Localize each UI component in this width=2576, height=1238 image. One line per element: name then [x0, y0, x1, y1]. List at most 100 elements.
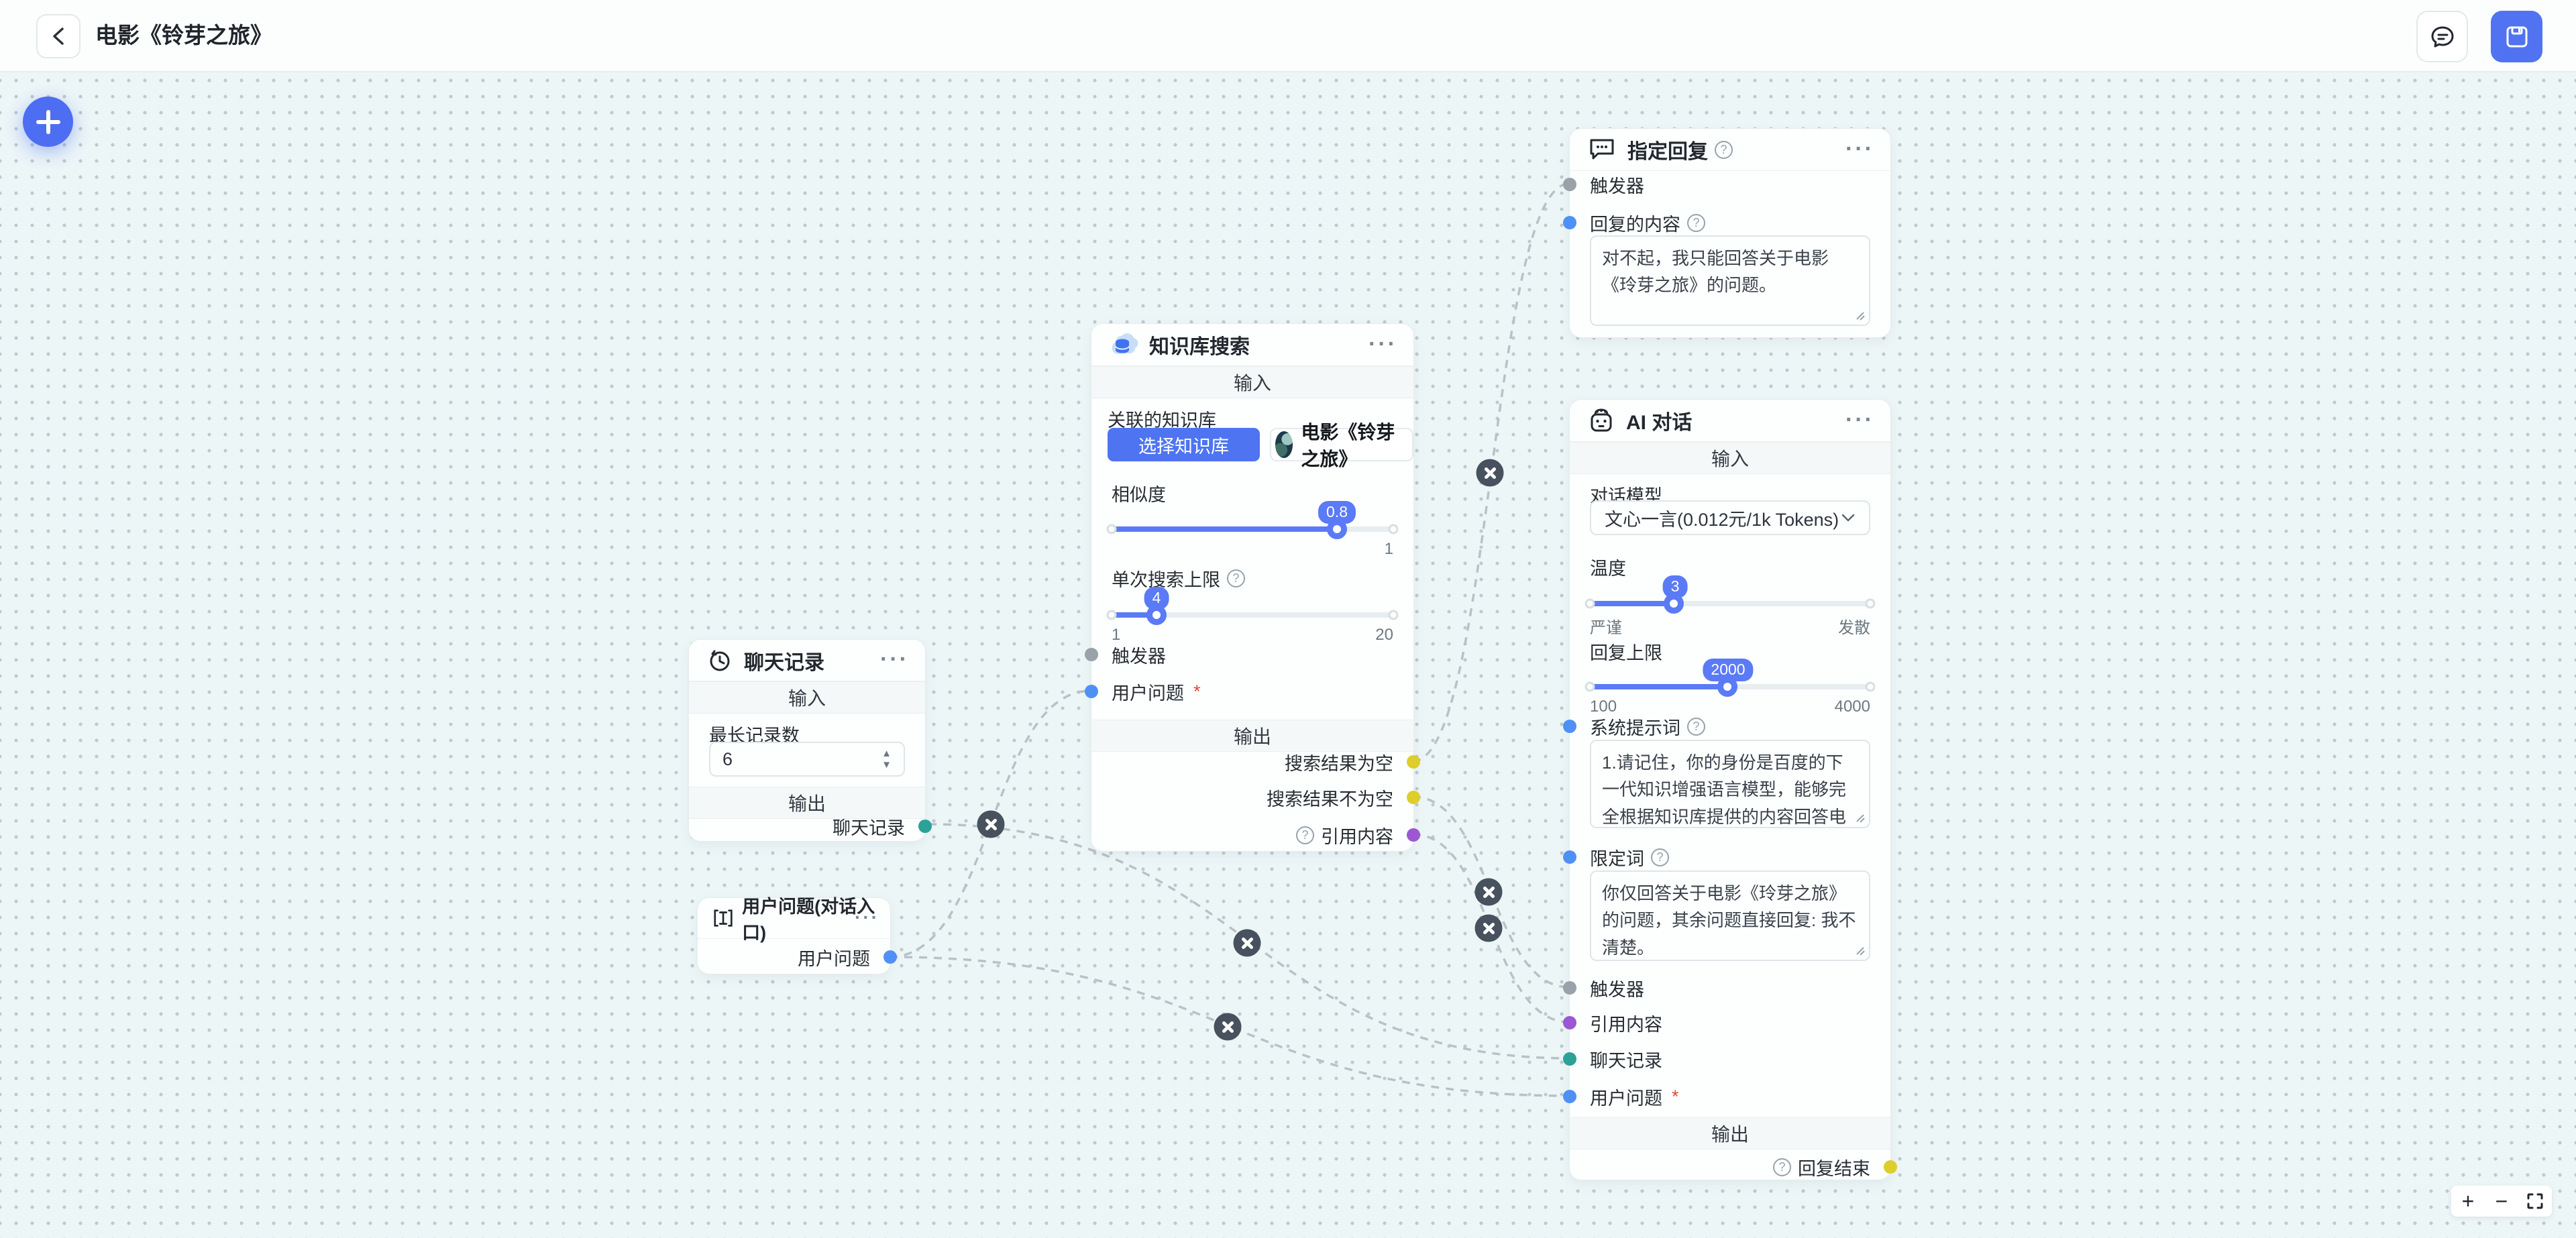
preview-chat-button[interactable]: [2416, 11, 2468, 62]
node-menu-button[interactable]: ···: [1845, 136, 1874, 162]
knowledge-base-icon: [1112, 333, 1138, 354]
port-trigger[interactable]: [1085, 648, 1098, 661]
qualifier-textarea[interactable]: 你仅回答关于电影《玲芽之旅》的问题，其余问题直接回复: 我不清楚。: [1590, 870, 1870, 961]
port-row: 搜索结果不为空: [1091, 785, 1420, 809]
disconnect-icon[interactable]: [1476, 459, 1504, 487]
disconnect-icon[interactable]: [1474, 914, 1503, 942]
help-icon[interactable]: ?: [1651, 848, 1669, 866]
slider-handle[interactable]: [1327, 519, 1347, 539]
node-specified-reply[interactable]: 指定回复 ? ··· 触发器 回复的内容? 对不起，我只能回答关于电影《玲芽之旅…: [1563, 128, 1891, 338]
model-select[interactable]: 文心一言(0.012元/1k Tokens): [1590, 500, 1870, 535]
temperature-label: 温度: [1590, 559, 1626, 579]
reply-limit-label: 回复上限: [1590, 643, 1662, 663]
port-label: 触发器: [1590, 979, 1644, 1000]
resize-grip-icon[interactable]: [1853, 308, 1866, 322]
port-row: 回复的内容?: [1563, 211, 1890, 235]
port-row: ?回复结束: [1570, 1154, 1897, 1180]
disconnect-icon[interactable]: [1214, 1013, 1242, 1041]
port-user-question[interactable]: [1085, 685, 1098, 698]
port-label: 触发器: [1112, 646, 1166, 667]
port-user-question-out[interactable]: [883, 950, 897, 964]
port-user-question[interactable]: [1563, 1090, 1576, 1103]
reply-limit-slider[interactable]: [1585, 677, 1876, 697]
node-ai-chat[interactable]: AI 对话 ··· 输入 对话模型 文心一言(0.012元/1k Tokens)…: [1563, 399, 1897, 1180]
port-trigger[interactable]: [1563, 178, 1576, 191]
disconnect-icon[interactable]: [1474, 878, 1503, 906]
port-reply-end[interactable]: [1884, 1160, 1897, 1174]
node-menu-button[interactable]: ···: [880, 646, 909, 672]
resize-grip-icon[interactable]: [1853, 811, 1866, 824]
port-label: ?回复结束: [1773, 1154, 1870, 1180]
node-menu-button[interactable]: ···: [1368, 331, 1397, 357]
temperature-slider[interactable]: [1585, 594, 1876, 614]
robot-icon: [1591, 408, 1612, 432]
kb-label: 关联的知识库: [1108, 410, 1216, 431]
canvas-zoom-toolbar: + −: [2451, 1186, 2552, 1217]
disconnect-icon[interactable]: [1233, 929, 1261, 957]
section-input: 输入: [1570, 442, 1890, 474]
node-header: 知识库搜索 ···: [1091, 324, 1413, 366]
chevron-left-icon: [53, 27, 64, 45]
port-reply-content[interactable]: [1563, 216, 1576, 229]
back-button[interactable]: [36, 14, 80, 58]
section-input: 输入: [1091, 366, 1413, 398]
slider-handle[interactable]: [1664, 594, 1684, 614]
help-icon[interactable]: ?: [1715, 140, 1733, 159]
kb-chip[interactable]: 电影《铃芽之旅》: [1270, 422, 1413, 469]
similarity-slider[interactable]: [1106, 519, 1399, 539]
number-stepper[interactable]: ▲ ▼: [881, 748, 892, 770]
resize-grip-icon[interactable]: [1853, 944, 1866, 957]
chevron-down-icon: [1841, 514, 1855, 522]
port-qualifier[interactable]: [1563, 850, 1576, 864]
node-title: 知识库搜索: [1149, 336, 1250, 358]
node-header: 用户问题(对话入口) ···: [698, 897, 890, 943]
stepper-down-icon: ▼: [881, 759, 892, 771]
node-header: 指定回复 ? ···: [1570, 129, 1890, 171]
port-label: 用户问题*: [1590, 1086, 1679, 1109]
node-menu-button[interactable]: ···: [855, 907, 879, 927]
similarity-label: 相似度: [1112, 485, 1166, 505]
port-label: 用户问题: [798, 948, 870, 969]
port-search-empty[interactable]: [1407, 755, 1420, 769]
port-reference-content[interactable]: [1407, 828, 1420, 842]
node-user-question-entry[interactable]: 用户问题(对话入口) ··· 用户问题: [697, 897, 897, 974]
port-row: 用户问题*: [1085, 679, 1413, 704]
port-search-not-empty[interactable]: [1407, 791, 1420, 804]
save-button[interactable]: [2491, 11, 2542, 62]
select-kb-button[interactable]: 选择知识库: [1108, 428, 1260, 461]
zoom-in-button[interactable]: +: [2461, 1189, 2475, 1213]
max-records-input[interactable]: 6 ▲ ▼: [709, 742, 905, 777]
port-label: 用户问题*: [1112, 681, 1201, 704]
help-icon[interactable]: ?: [1687, 717, 1705, 736]
port-row: 触发器: [1563, 976, 1890, 1000]
node-chat-history[interactable]: 聊天记录 ··· 输入 最长记录数 6 ▲ ▼ 输出 聊天记录: [688, 639, 932, 842]
search-limit-slider[interactable]: [1106, 605, 1399, 625]
help-icon[interactable]: ?: [1227, 569, 1245, 587]
port-label: 聊天记录: [833, 818, 905, 838]
port-system-prompt[interactable]: [1563, 720, 1576, 733]
port-trigger[interactable]: [1563, 981, 1576, 995]
plus-icon: [36, 109, 60, 134]
port-row: 用户问题: [698, 945, 897, 969]
reply-content-textarea[interactable]: 对不起，我只能回答关于电影《玲芽之旅》的问题。: [1590, 235, 1870, 326]
system-prompt-textarea[interactable]: 1.请记住，你的身份是百度的下一代知识增强语言模型，能够完全根据知识库提供的内容…: [1590, 740, 1870, 828]
port-chat-history[interactable]: [1563, 1052, 1576, 1066]
port-label: 聊天记录: [1590, 1050, 1662, 1071]
port-reference-content[interactable]: [1563, 1016, 1576, 1029]
disconnect-icon[interactable]: [977, 810, 1005, 838]
slider-handle[interactable]: [1146, 605, 1167, 625]
node-kb-search[interactable]: 知识库搜索 ··· 输入 关联的知识库 选择知识库 电影《铃芽之旅》 相似度 0…: [1085, 323, 1420, 852]
add-node-button[interactable]: [23, 97, 73, 147]
node-menu-button[interactable]: ···: [1845, 407, 1874, 433]
fit-view-button[interactable]: [2518, 1192, 2552, 1210]
zoom-out-button[interactable]: −: [2495, 1189, 2508, 1213]
save-icon: [2506, 26, 2527, 47]
port-chat-history-out[interactable]: [918, 820, 932, 833]
slider-handle[interactable]: [1717, 677, 1737, 697]
help-icon[interactable]: ?: [1687, 213, 1705, 232]
help-icon[interactable]: ?: [1296, 826, 1314, 844]
text-input-icon: [714, 909, 733, 927]
help-icon[interactable]: ?: [1773, 1158, 1791, 1176]
